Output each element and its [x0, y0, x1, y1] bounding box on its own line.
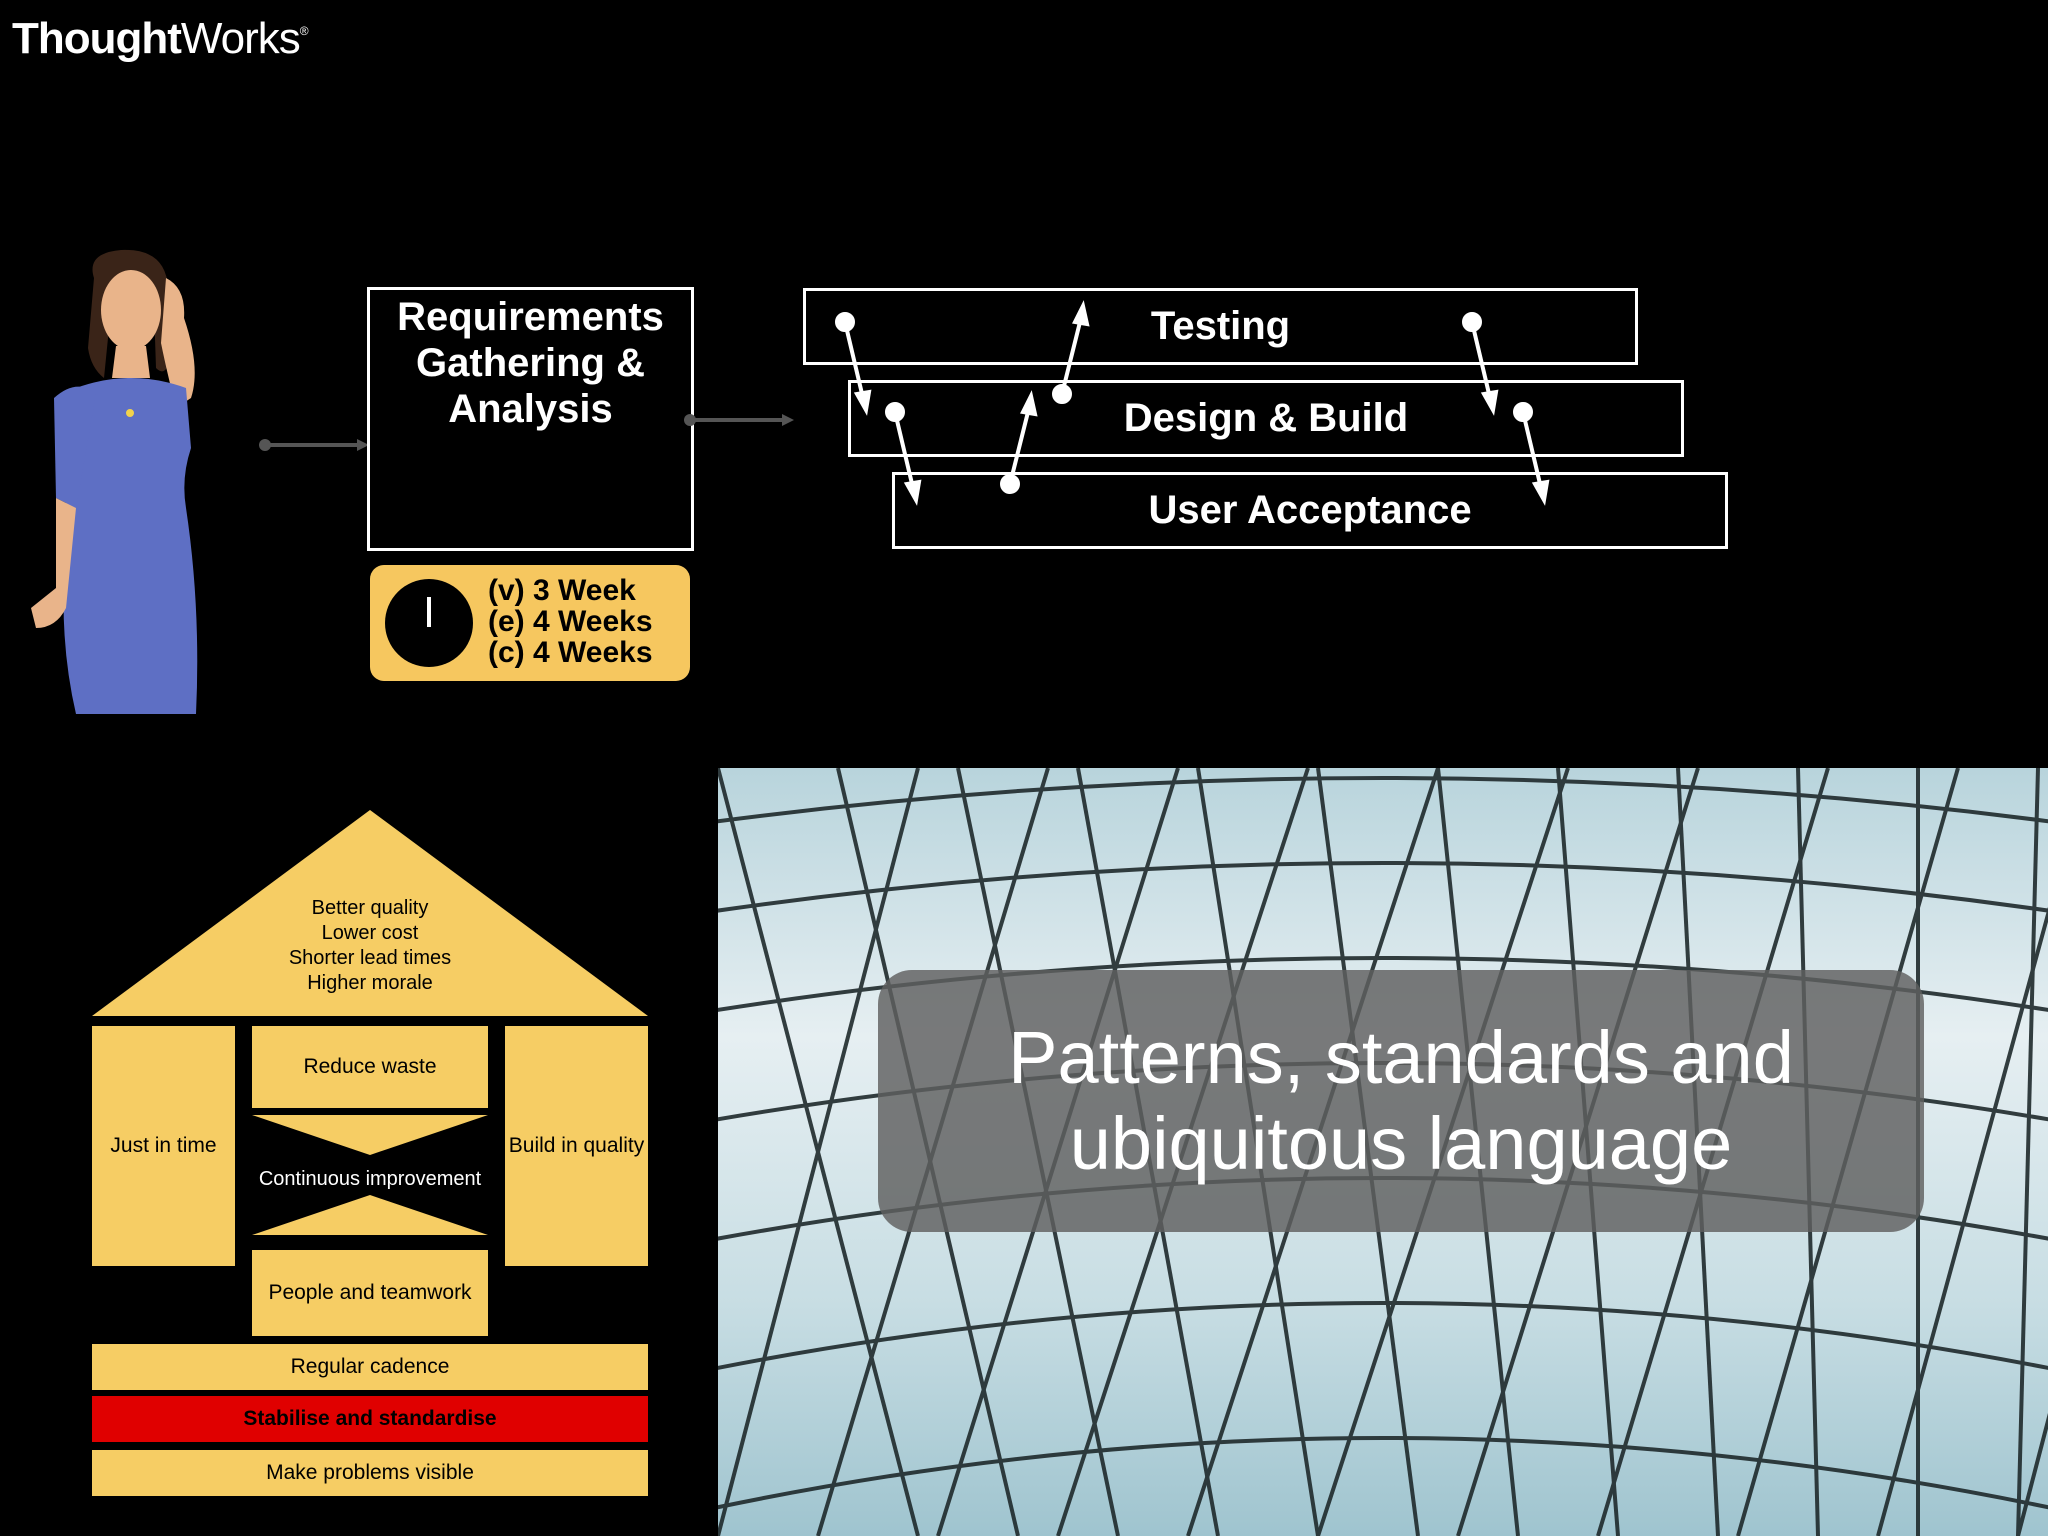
- phase-design-build: Design & Build: [848, 380, 1684, 457]
- duration-c: (c) 4 Weeks: [488, 636, 653, 669]
- pillar-just-in-time: Just in time: [92, 1026, 235, 1266]
- thoughtworks-logo: ThoughtWorks®: [12, 14, 309, 64]
- reduce-waste: Reduce waste: [252, 1026, 488, 1108]
- roof-goal: Shorter lead times: [288, 947, 452, 969]
- foundation-make-problems-visible: Make problems visible: [92, 1450, 648, 1496]
- people-and-teamwork: People and teamwork: [252, 1250, 488, 1336]
- logo-bold-text: Thought: [12, 14, 182, 63]
- roof-goal: Better quality: [311, 897, 429, 919]
- arrow-to-requirements: [259, 439, 369, 451]
- clock-hand: [427, 597, 431, 627]
- duration-e: (e) 4 Weeks: [488, 605, 653, 638]
- foundation-regular-cadence: Regular cadence: [92, 1344, 648, 1390]
- foundation-stabilise-standardise: Stabilise and standardise: [92, 1396, 648, 1442]
- phase-user-acceptance: User Acceptance: [892, 472, 1728, 549]
- roof-goals: Better quality Lower cost Shorter lead t…: [92, 896, 648, 996]
- duration-box: (v) 3 Week (e) 4 Weeks (c) 4 Weeks: [370, 565, 690, 681]
- improvement-triangles: [252, 1115, 488, 1235]
- phase-feedback-arrows: [835, 300, 1550, 506]
- stressed-woman-illustration: [31, 249, 198, 714]
- roof-goal: Higher morale: [307, 972, 433, 994]
- phase-testing: Testing: [803, 288, 1638, 365]
- house-roof: [92, 810, 648, 1016]
- continuous-improvement: Continuous improvement: [258, 1168, 482, 1190]
- clock-icon: [385, 579, 473, 667]
- pillar-build-in-quality: Build in quality: [505, 1026, 648, 1266]
- duration-list: (v) 3 Week (e) 4 Weeks (c) 4 Weeks: [488, 575, 653, 668]
- requirements-box: Requirements Gathering & Analysis: [367, 287, 694, 551]
- logo-registered-mark: ®: [299, 24, 309, 38]
- banner-title: Patterns, standards and ubiquitous langu…: [878, 970, 1924, 1232]
- lean-house-diagram: Better quality Lower cost Shorter lead t…: [92, 810, 648, 1496]
- roof-goal: Lower cost: [321, 922, 419, 944]
- duration-v: (v) 3 Week: [488, 574, 636, 607]
- arrow-to-phases: [684, 414, 794, 426]
- logo-light-text: Works: [180, 14, 301, 63]
